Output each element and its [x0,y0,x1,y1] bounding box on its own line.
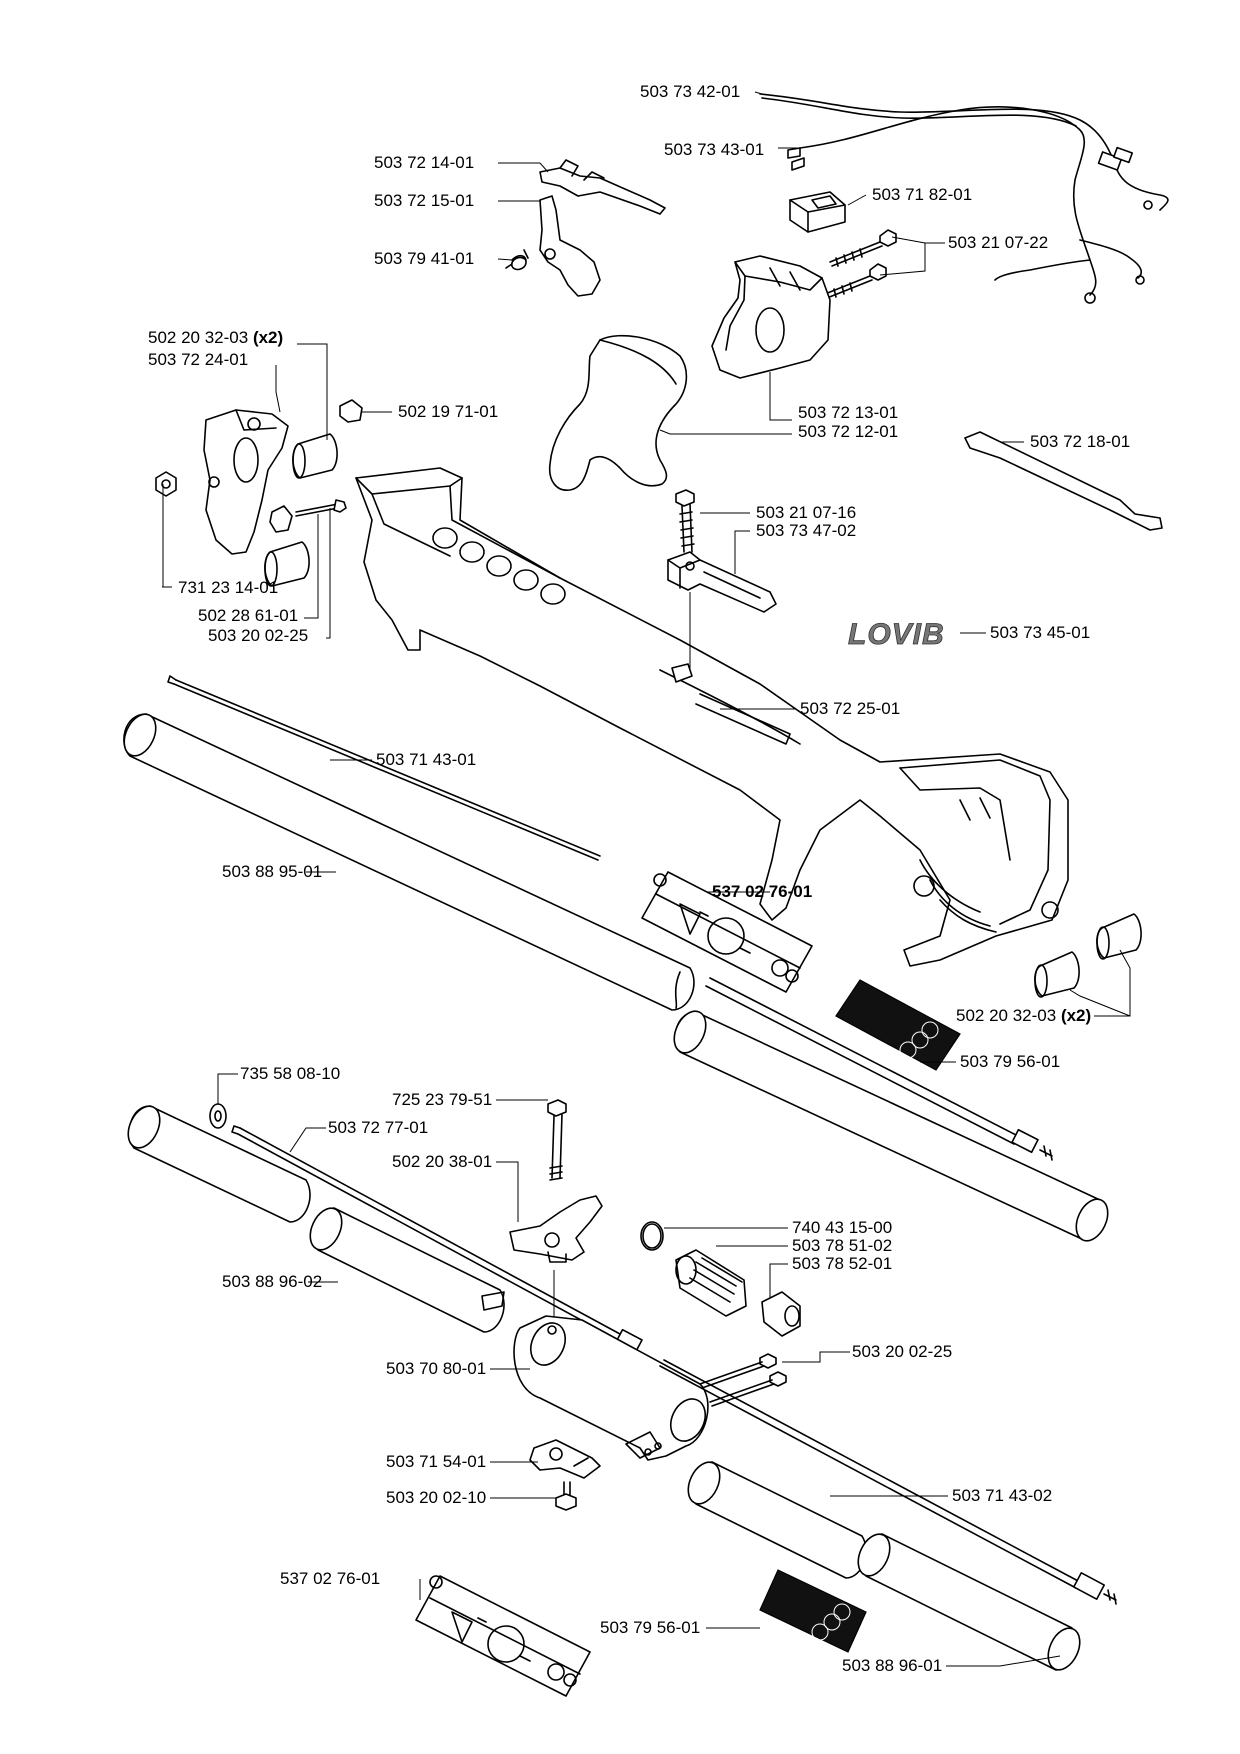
wing-knob [509,1195,603,1263]
label-bearing-sleeve: 503 78 51-02 [792,1236,893,1255]
label-shaft-housing: 503 72 25-01 [800,699,901,718]
lovib-logo: LOVIB [846,618,988,651]
screw-pair-top [819,229,897,301]
nut-731 [155,471,177,497]
label-washer: 735 58 08-10 [240,1064,341,1083]
label-clamp-plate: 503 71 54-01 [386,1452,487,1471]
bearing-sleeve [675,1249,747,1317]
shaft-cover [695,693,791,745]
leader-lines [162,91,1131,1667]
tube-503-88-96-02 [309,1207,505,1333]
shaft-clip [671,663,693,683]
label-coupling: 503 70 80-01 [386,1359,487,1378]
label-harness-2: 503 73 43-01 [664,140,765,159]
label-plug-number: 502 20 32-03 [148,328,249,347]
label-plug-right-multiplier: (x2) [1060,1006,1092,1025]
screw-503-21-07-16 [675,489,695,553]
label-harness: 503 73 42-01 [640,82,741,101]
label-tube-upper: 503 88 95-01 [222,862,323,881]
label-plug-right-number: 502 20 32-03 [956,1006,1057,1025]
bracket-503-73-47 [667,551,777,613]
throttle-lock [539,195,601,297]
throttle-trigger [539,159,666,215]
washer-735 [209,1103,227,1129]
screw-503-20-02-25-lower [699,1353,787,1407]
label-screw-clamp: 503 20 02-25 [208,626,309,645]
o-ring [640,1221,664,1251]
label-tube-lower-left: 503 88 96-02 [222,1272,323,1291]
rubber-plug-3 [1034,951,1080,998]
black-decal-upper [835,979,961,1071]
label-black-decal-upper: 503 79 56-01 [960,1052,1061,1071]
small-nut-502-19 [339,399,363,423]
screw-503-20-02-10 [555,1481,577,1511]
label-small-nut: 502 19 71-01 [398,402,499,421]
stop-switch [789,191,846,233]
label-throttle-lock: 503 72 15-01 [374,191,475,210]
label-tube-lower-right: 503 88 96-01 [842,1656,943,1675]
wiring-harness [759,93,1169,304]
label-housing-upper: 503 72 13-01 [798,403,899,422]
drive-cable-1b [705,977,1053,1161]
label-o-ring: 740 43 15-00 [792,1218,893,1237]
label-screw-lower: 503 20 02-25 [852,1342,953,1361]
label-wing-knob: 502 20 38-01 [392,1152,493,1171]
svg-text:LOVIB: LOVIB [848,618,945,651]
label-clamp-nut: 502 28 61-01 [198,606,299,625]
label-cable-bracket: 503 72 18-01 [1030,432,1131,451]
bushing [761,1291,801,1337]
bolt-725 [547,1099,567,1181]
warning-decal-upper [641,871,813,993]
tube-upper [123,713,695,1011]
handle-housing-upper [711,255,831,379]
clamp-plate [529,1439,601,1479]
label-bushing: 503 78 52-01 [792,1254,893,1273]
label-plug-right-qty: 502 20 32-03 (x2) [956,1006,1091,1026]
label-handle-grip: 503 72 12-01 [798,422,899,441]
handle-grip [548,334,688,491]
cable-bracket [964,431,1163,531]
rubber-plug-4 [1096,913,1142,960]
label-throttle-trigger: 503 72 14-01 [374,153,475,172]
label-black-decal-lower: 503 79 56-01 [600,1618,701,1637]
throttle-spring [505,249,529,271]
label-stop-switch: 503 71 82-01 [872,185,973,204]
black-decal-lower [759,1569,867,1653]
shaft-housing [355,467,1069,967]
rubber-plug-2 [264,541,310,587]
drive-cable-2 [231,1125,643,1354]
drive-cable-3 [659,1359,1117,1605]
label-decal-upper: 537 02 76-01 [712,882,813,901]
label-decal-lower: 537 02 76-01 [280,1569,381,1588]
tube-503-88-96-01 [857,1533,1081,1671]
drive-cable-1 [167,675,601,861]
tube-lower-mid [687,1461,867,1579]
label-drive-cable-3: 503 71 43-02 [952,1486,1053,1505]
label-drive-cable-2: 503 72 77-01 [328,1118,429,1137]
label-bolt: 725 23 79-51 [392,1090,493,1109]
label-drive-cable-1: 503 71 43-01 [376,750,477,769]
label-spring: 503 79 41-01 [374,249,475,268]
rubber-plug-1 [292,433,338,479]
label-handle-clamp: 503 72 24-01 [148,350,249,369]
clamp-nut [269,505,293,533]
screw-clamp [295,499,347,517]
handle-clamp [203,409,289,555]
label-bracket-center: 503 73 47-02 [756,521,857,540]
label-nut-731: 731 23 14-01 [178,578,279,597]
label-plug-qty: 502 20 32-03 (x2) [148,328,283,348]
warning-decal-lower [415,1575,591,1697]
label-plug-multiplier: (x2) [252,328,284,347]
tube-lower-left [127,1105,311,1223]
label-screws-top: 503 21 07-22 [948,233,1049,252]
label-logo-decal: 503 73 45-01 [990,623,1091,642]
label-screw-bottom: 503 20 02-10 [386,1488,487,1507]
label-screw-center: 503 21 07-16 [756,503,857,522]
coupling-housing [513,1315,709,1461]
tube-upper-2 [673,1010,1109,1242]
